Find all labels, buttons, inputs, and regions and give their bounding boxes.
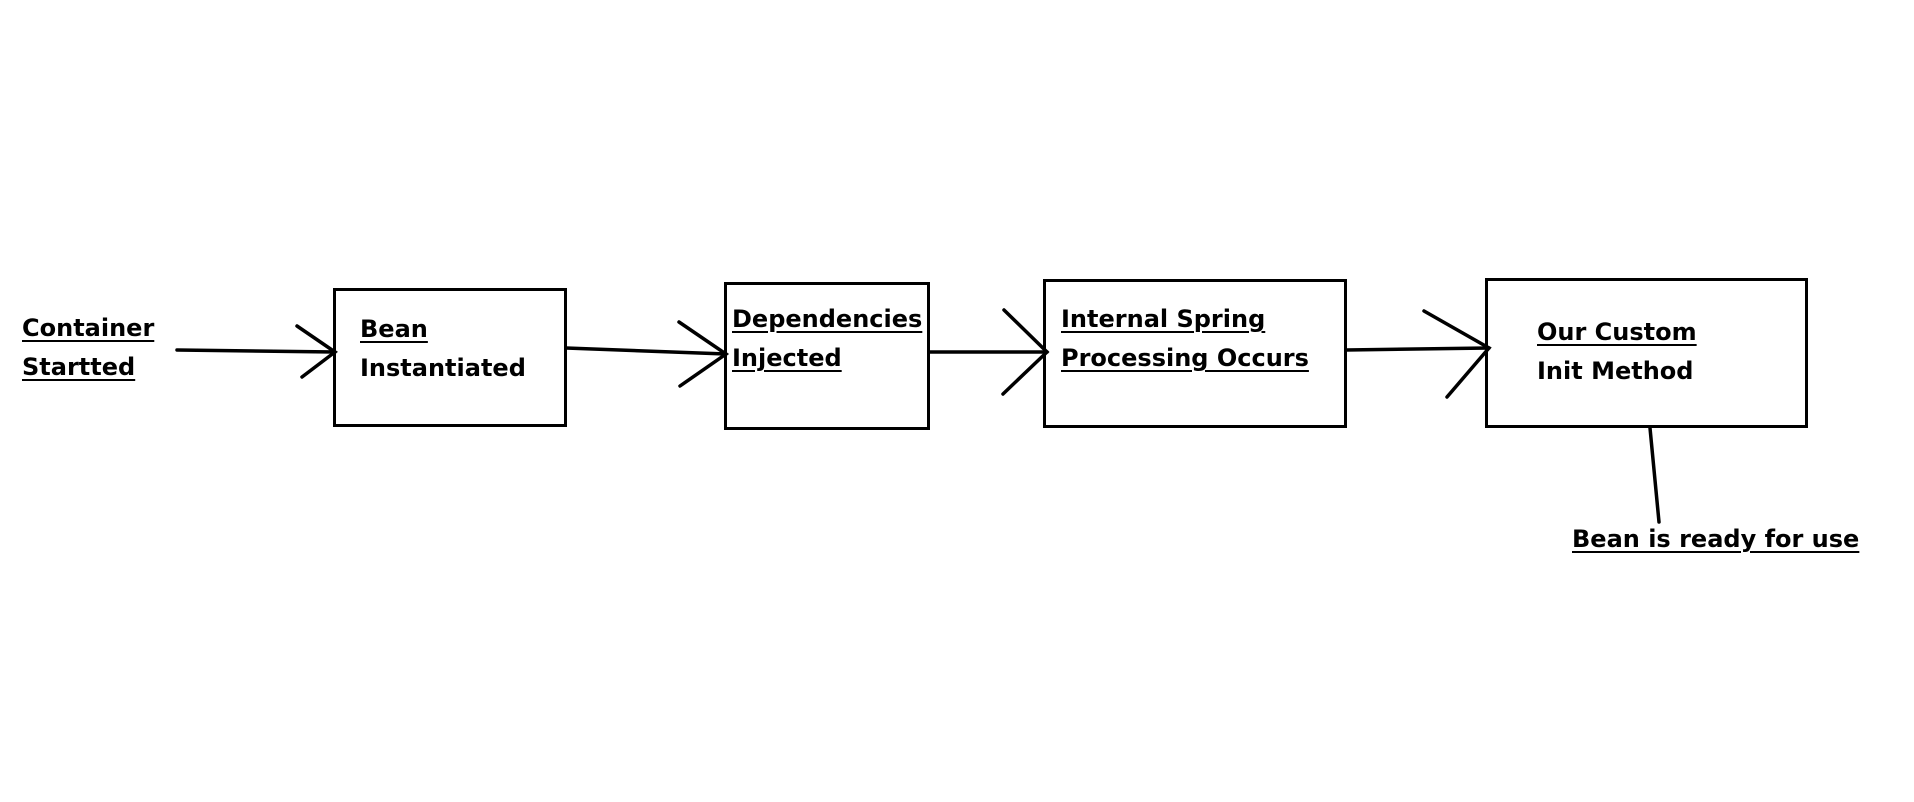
step-label-bean-instantiated-line2: Instantiated <box>360 354 526 382</box>
step-label-dependencies-injected: Dependencies Injected <box>732 300 922 378</box>
step-label-internal-spring-processing-line2: Processing Occurs <box>1061 344 1309 372</box>
step-label-dependencies-injected-line2: Injected <box>732 344 842 372</box>
step-box-bean-instantiated <box>333 288 567 427</box>
arrowhead-4 <box>1422 309 1492 399</box>
step-label-our-custom-init-method-line1: Our Custom <box>1537 318 1697 346</box>
arrow-internal-processing-to-custom-init <box>1344 346 1491 352</box>
step-label-bean-instantiated: Bean Instantiated <box>360 310 526 388</box>
start-label: Container Startted <box>22 309 154 387</box>
step-label-internal-spring-processing-line1: Internal Spring <box>1061 305 1266 333</box>
step-box-our-custom-init-method <box>1485 278 1808 428</box>
step-label-bean-instantiated-line1: Bean <box>360 315 428 343</box>
start-label-line1: Container <box>22 314 155 342</box>
step-box-internal-spring-processing <box>1043 279 1347 428</box>
result-label-text: Bean is ready for use <box>1572 525 1860 553</box>
connector-custom-init-to-result <box>1648 426 1661 524</box>
step-label-internal-spring-processing: Internal Spring Processing Occurs <box>1061 300 1309 378</box>
step-label-our-custom-init-method: Our Custom Init Method <box>1537 313 1697 391</box>
start-label-line2: Startted <box>22 353 136 381</box>
arrow-bean-instantiated-to-dependencies-injected <box>564 346 728 356</box>
step-box-dependencies-injected <box>724 282 930 430</box>
arrowhead-3 <box>1001 308 1050 396</box>
step-label-dependencies-injected-line1: Dependencies <box>732 305 923 333</box>
step-label-our-custom-init-method-line2: Init Method <box>1537 357 1694 385</box>
result-label: Bean is ready for use <box>1572 520 1859 559</box>
arrow-start-to-bean-instantiated <box>175 348 337 354</box>
